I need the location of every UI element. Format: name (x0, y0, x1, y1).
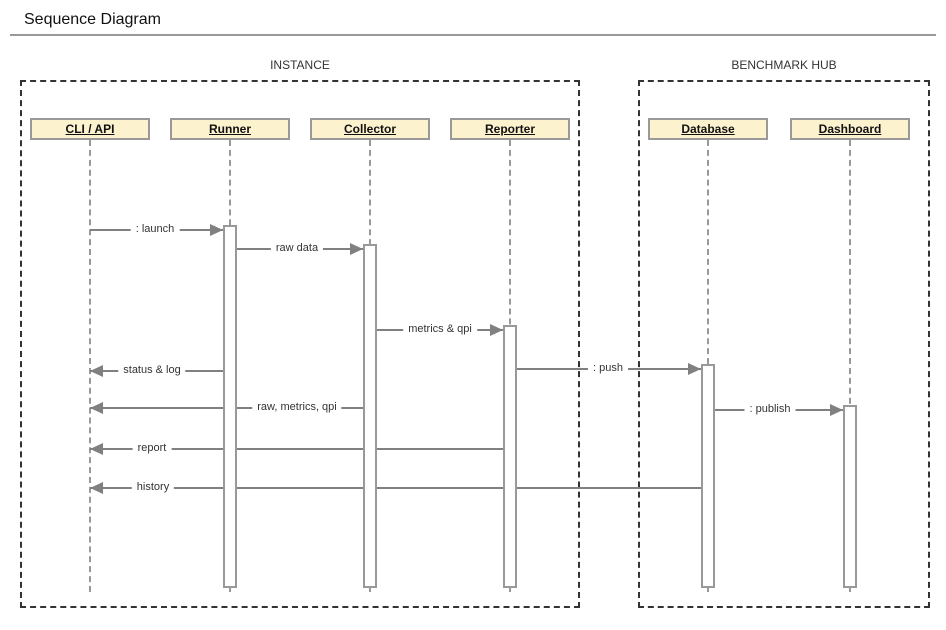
message-metrics-qpi-arrowhead-icon (490, 324, 503, 336)
activation-bar-reporter (503, 325, 517, 588)
message-push-label: : push (588, 360, 628, 376)
page-title: Sequence Diagram (24, 11, 161, 28)
message-history-arrowhead-icon (90, 482, 103, 494)
lifeline-dashboard (849, 140, 851, 592)
message-report-arrowhead-icon (90, 443, 103, 455)
actor-box-dashboard: Dashboard (790, 118, 910, 140)
message-report-line (90, 448, 503, 450)
title-divider (10, 34, 936, 36)
message-history-label: history (131, 479, 175, 495)
message-raw-data-label: raw data (270, 240, 324, 256)
activation-bar-database (701, 364, 715, 588)
message-raw-metrics-qpi-label: raw, metrics, qpi (252, 399, 342, 415)
activation-bar-runner (223, 225, 237, 588)
actor-box-collector: Collector (310, 118, 430, 140)
frame-benchmark-hub (638, 80, 930, 608)
message-publish-label: : publish (744, 401, 796, 417)
actor-box-cli-api: CLI / API (30, 118, 150, 140)
actor-box-runner: Runner (170, 118, 290, 140)
message-status-log-arrowhead-icon (90, 365, 103, 377)
frame-instance-label: INSTANCE (270, 58, 330, 72)
message-report-label: report (132, 440, 172, 456)
activation-bar-collector (363, 244, 377, 588)
message-push-arrowhead-icon (688, 363, 701, 375)
message-raw-data-arrowhead-icon (350, 243, 363, 255)
frame-benchmark-hub-label: BENCHMARK HUB (731, 58, 837, 72)
message-raw-metrics-qpi-arrowhead-icon (90, 402, 103, 414)
message-status-log-label: status & log (118, 362, 186, 378)
message-metrics-qpi-label: metrics & qpi (403, 321, 477, 337)
actor-box-reporter: Reporter (450, 118, 570, 140)
message-launch-arrowhead-icon (210, 224, 223, 236)
actor-box-database: Database (648, 118, 768, 140)
message-launch-label: : launch (130, 221, 180, 237)
activation-bar-dashboard (843, 405, 857, 588)
message-history-line (90, 487, 701, 489)
frame-instance (20, 80, 580, 608)
message-publish-arrowhead-icon (830, 404, 843, 416)
